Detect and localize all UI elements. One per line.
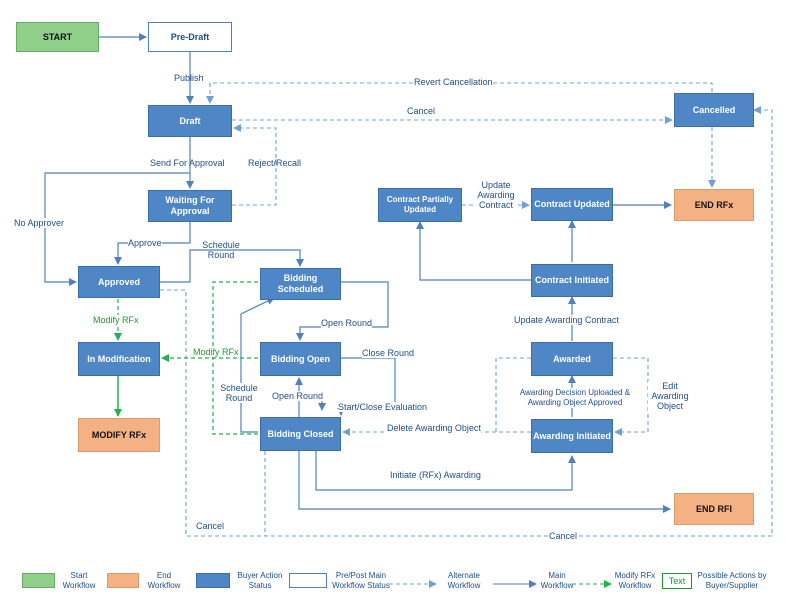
edge-modify-from-scheduled [212, 281, 258, 435]
label-awarding-decision: Awarding Decision Uploaded & Awarding Ob… [514, 388, 636, 408]
node-awarded: Awarded [531, 342, 613, 376]
legend-start-swatch [22, 573, 55, 588]
edge-init-partial [416, 221, 531, 281]
legend-end-swatch [107, 573, 139, 588]
label-modify-rfx-1: Modify RFx [93, 315, 139, 325]
legend: Start Workflow End Workflow Buyer Action… [0, 566, 785, 599]
node-pre-draft: Pre-Draft [148, 22, 232, 52]
legend-main-label: Main Workflow [540, 571, 574, 590]
label-modify-rfx-2: Modify RFx [193, 347, 239, 357]
legend-text-box: Text [662, 573, 692, 589]
edge-end-rfi [298, 451, 671, 513]
legend-start-label: Start Workflow [62, 571, 96, 590]
legend-alternate-label: Alternate Workflow [447, 571, 481, 590]
node-contract-initiated: Contract Initiated [531, 264, 613, 297]
node-end-rfi: END RFI [674, 493, 754, 525]
label-send-for-approval: Send For Approval [150, 158, 225, 168]
legend-prepost-label: Pre/Post Main Workflow Status [332, 571, 390, 590]
label-revert-cancellation: Revert Cancellation [414, 77, 493, 87]
node-waiting-for-approval: Waiting For Approval [148, 190, 232, 222]
legend-prepost-swatch [289, 573, 327, 588]
node-approved: Approved [78, 266, 160, 298]
label-cancel-top: Cancel [407, 106, 436, 116]
label-open-round-2: Open Round [272, 391, 324, 401]
legend-modify-label: Modify RFx Workflow [614, 571, 656, 590]
label-schedule-round-left: Schedule Round [216, 383, 262, 403]
edge-schedule-round-top [160, 249, 304, 283]
node-start: START [16, 22, 99, 52]
label-cancel-bottom: Cancel [549, 531, 578, 541]
label-publish: Publish [174, 73, 204, 83]
node-in-modification: In Modification [78, 342, 160, 376]
node-bidding-open: Bidding Open [260, 342, 341, 376]
node-draft: Draft [148, 105, 232, 137]
label-close-round: Close Round [362, 348, 415, 358]
legend-buyer-label: Buyer Action Status [237, 571, 283, 590]
legend-possible-label: Possible Actions by Buyer/Supplier [697, 571, 767, 590]
label-open-round-1: Open Round [321, 318, 373, 328]
label-approve: Approve [128, 238, 162, 248]
label-reject-recall: Reject/Recall [248, 158, 302, 168]
edge-cancel-bottom [264, 106, 773, 537]
node-cancelled: Cancelled [674, 93, 754, 127]
node-contract-updated: Contract Updated [531, 188, 613, 221]
label-edit-awarding-object: Edit Awarding Object [648, 381, 692, 411]
label-initiate-awarding: Initiate (RFx) Awarding [390, 470, 481, 480]
legend-end-label: End Workflow [147, 571, 181, 590]
edge-initiate-awarding [315, 451, 576, 491]
label-update-awarding-contract: Update Awarding Contract [514, 315, 619, 325]
node-modify-rfx: MODIFY RFx [78, 418, 160, 452]
label-delete-awarding-object: Delete Awarding Object [387, 423, 481, 433]
node-bidding-scheduled: Bidding Scheduled [260, 268, 341, 300]
edge-open-round-1 [296, 281, 389, 341]
legend-buyer-swatch [196, 573, 230, 588]
node-contract-partially-updated: Contract Partially Updated [378, 188, 462, 222]
label-schedule-round-top: Schedule Round [202, 240, 240, 260]
node-bidding-closed: Bidding Closed [260, 417, 341, 451]
edge-cancel-left [160, 289, 270, 537]
label-cancel-left: Cancel [196, 521, 225, 531]
label-update-awarding-contract-top: Update Awarding Contract [474, 180, 518, 210]
edge-reject-recall [232, 124, 277, 206]
edge-delete-awarding [343, 357, 531, 432]
node-awarding-initiated: Awarding Initiated [531, 419, 613, 453]
label-no-approver: No Approver [14, 218, 65, 228]
node-end-rfx: END RFx [674, 189, 754, 221]
edge-schedule-round-left [240, 297, 275, 433]
label-start-close-evaluation: Start/Close Evaluation [338, 402, 428, 412]
